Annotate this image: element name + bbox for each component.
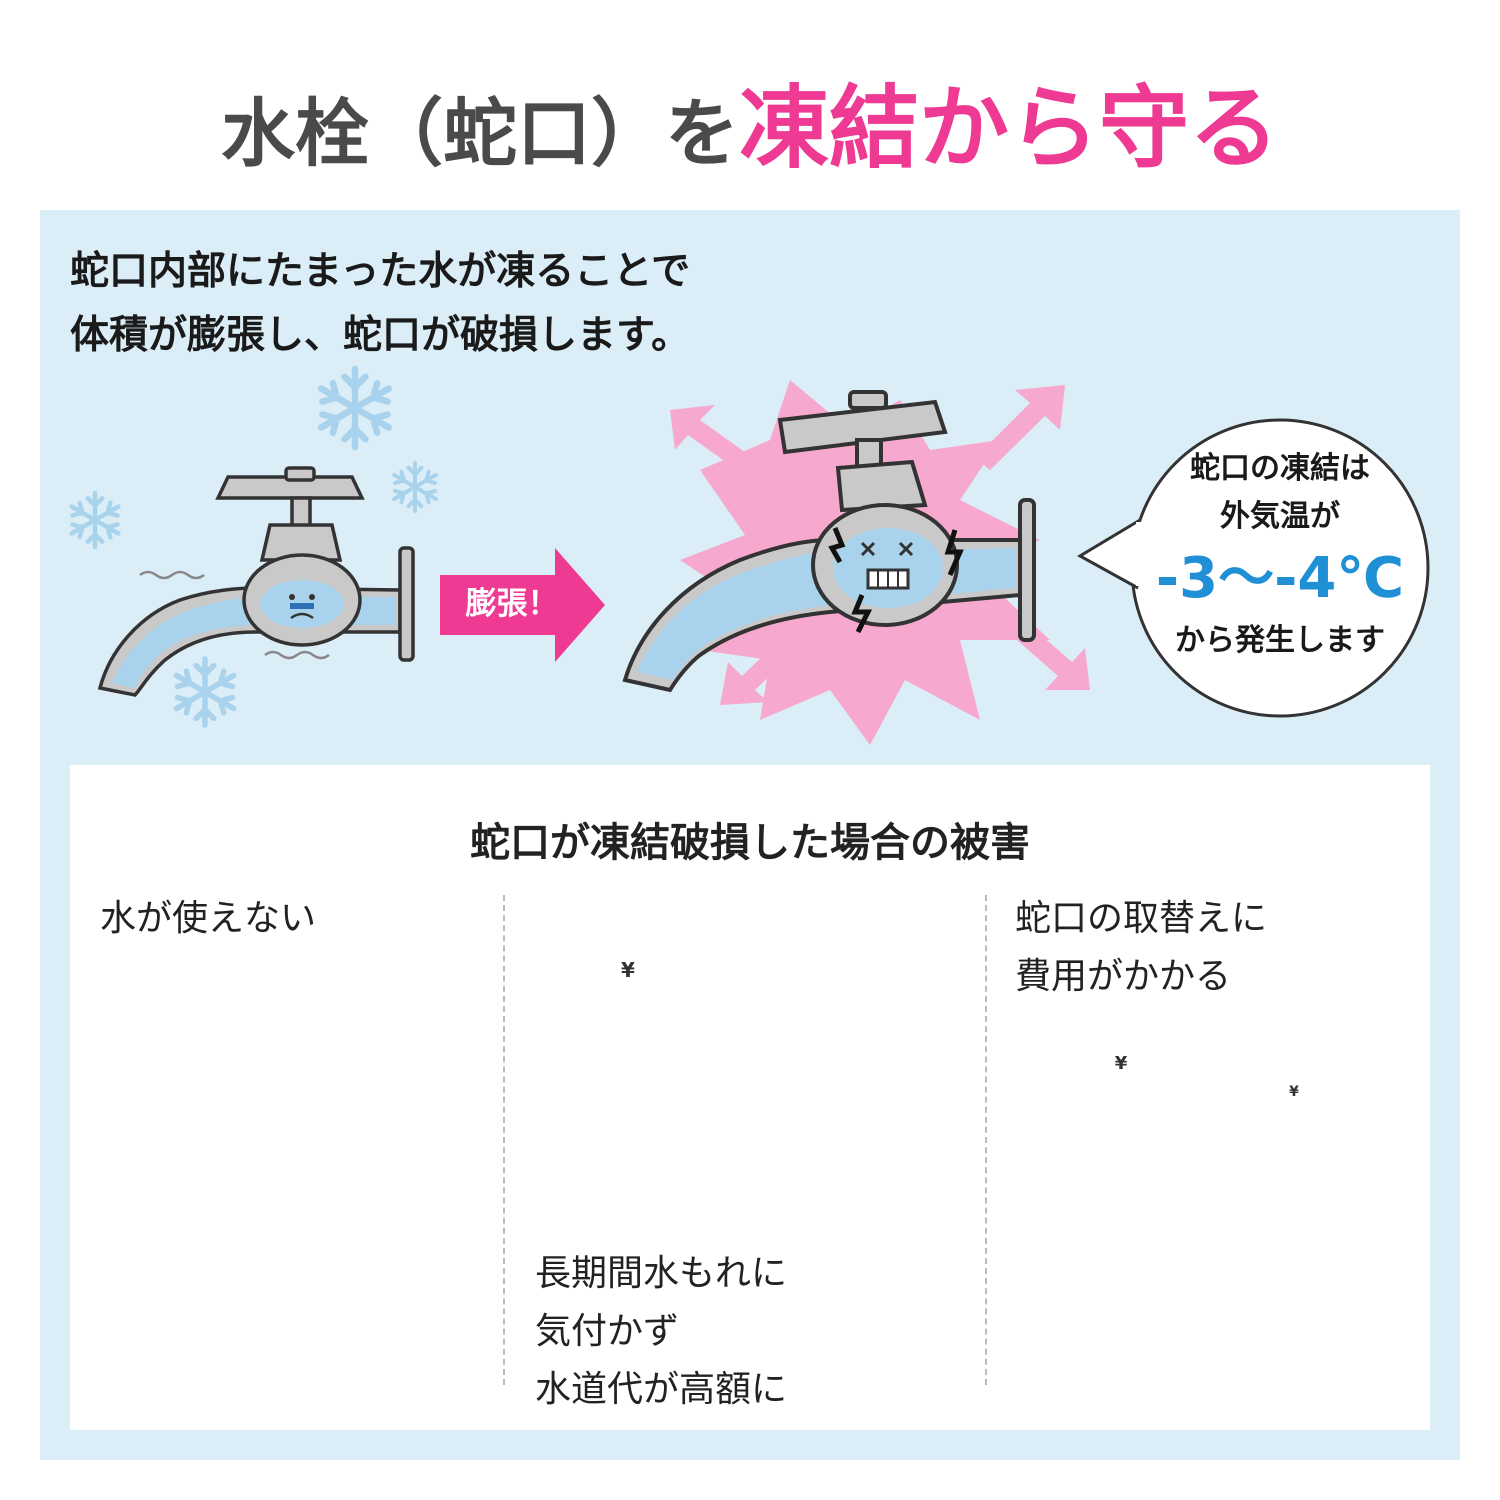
damage-heading: 蛇口が凍結破損した場合の被害 bbox=[470, 820, 1030, 866]
damage-caption-1: 水が使えない bbox=[100, 898, 317, 939]
damage-panel bbox=[70, 765, 1430, 1430]
title-part1: 水栓（蛇口）を bbox=[221, 91, 739, 177]
snowflake-icon bbox=[394, 463, 436, 511]
speech-bubble bbox=[1076, 418, 1430, 718]
title-part2: 凍結から守る bbox=[739, 76, 1279, 181]
damage-caption-2: 長期間水もれに 気付かず 水道代が高額に bbox=[535, 1245, 787, 1419]
bubble-temperature: -3～-4℃ bbox=[1155, 546, 1405, 611]
bubble-line1: 蛇口の凍結は bbox=[1190, 451, 1370, 486]
bubble-line2: 外気温が bbox=[1220, 499, 1340, 534]
lead-line1: 蛇口内部にたまった水が凍ることで bbox=[70, 249, 691, 294]
bubble-text: 蛇口の凍結は 外気温が -3～-4℃ から発生します bbox=[1140, 445, 1420, 665]
damage-caption-2-line3: 水道代が高額に bbox=[535, 1369, 788, 1410]
page-title: 水栓（蛇口）を凍結から守る bbox=[0, 55, 1500, 185]
column-divider bbox=[503, 895, 505, 1385]
damage-caption-3: 蛇口の取替えに 費用がかかる bbox=[1015, 890, 1267, 1006]
damage-caption-2-line1: 長期間水もれに bbox=[535, 1253, 788, 1294]
bubble-line3: から発生します bbox=[1175, 623, 1385, 658]
frozen-faucet-illustration bbox=[97, 466, 415, 697]
broken-faucet-illustration bbox=[622, 390, 1036, 693]
damage-caption-3-line1: 蛇口の取替えに bbox=[1015, 898, 1268, 939]
damage-caption-2-line2: 気付かず bbox=[535, 1311, 680, 1352]
expansion-arrow bbox=[440, 548, 605, 662]
snowflake-icon bbox=[321, 369, 389, 447]
expansion-label: 膨張！ bbox=[465, 586, 559, 622]
lead-text: 蛇口内部にたまった水が凍ることで 体積が膨張し、蛇口が破損します。 bbox=[70, 240, 690, 368]
lead-line2: 体積が膨張し、蛇口が破損します。 bbox=[70, 313, 691, 358]
column-divider bbox=[985, 895, 987, 1385]
damage-caption-3-line2: 費用がかかる bbox=[1015, 956, 1232, 997]
snowflake-icon bbox=[176, 659, 233, 725]
snowflake-icon bbox=[72, 493, 119, 547]
